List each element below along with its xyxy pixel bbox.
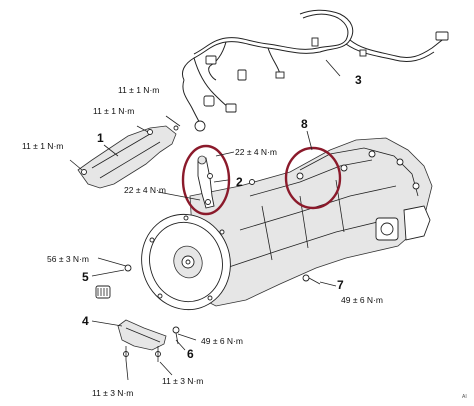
torque-label: 11 ± 3 N·m xyxy=(92,388,133,398)
torque-label: 49 ± 6 N·m xyxy=(341,295,383,305)
callout-number: 5 xyxy=(82,270,89,284)
callout-number: 1 xyxy=(97,131,104,145)
highlight-ellipse-transfer-case xyxy=(284,146,342,210)
callout-number: 7 xyxy=(337,278,344,292)
wiring-harness xyxy=(181,9,449,132)
torque-label: 11 ± 1 N·m xyxy=(118,85,159,95)
torque-label: 11 ± 1 N·m xyxy=(22,141,63,151)
bracket-2 xyxy=(197,155,215,209)
callout-number: 6 xyxy=(187,347,194,361)
transmission-assembly xyxy=(141,137,433,311)
leader-lines xyxy=(69,59,341,381)
callout-number: 4 xyxy=(82,314,89,328)
torque-label: 22 ± 4 N·m xyxy=(235,147,277,157)
figure-reference-code: AI xyxy=(462,394,467,400)
callout-number: 8 xyxy=(301,117,308,131)
torque-label: 22 ± 4 N·m xyxy=(124,185,166,195)
heat-protector xyxy=(77,125,179,189)
callout-number: 3 xyxy=(355,73,362,87)
callout-number: 2 xyxy=(236,175,243,189)
bolts xyxy=(172,179,321,345)
torque-label: 11 ± 1 N·m xyxy=(93,106,134,116)
highlight-ellipse-bracket xyxy=(181,144,231,216)
torque-label: 49 ± 6 N·m xyxy=(201,336,243,346)
bracket-4 xyxy=(117,319,167,362)
plug-5 xyxy=(95,264,132,299)
torque-label: 11 ± 3 N·m xyxy=(162,376,203,386)
torque-label: 56 ± 3 N·m xyxy=(47,254,89,264)
